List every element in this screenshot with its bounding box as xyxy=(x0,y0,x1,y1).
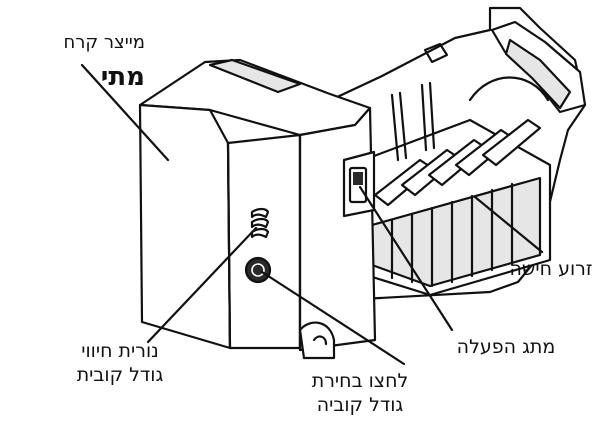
housing-left-face xyxy=(140,105,230,348)
label-size-button: לחצו בחירת גודל קוביה xyxy=(290,370,430,418)
label-power-switch: מתג הפעלה xyxy=(436,336,576,360)
label-ice-maker-line1: מייצר קרח xyxy=(25,32,145,55)
label-size-button-line1: לחצו בחירת xyxy=(290,370,430,394)
label-sensor-arm: זרוע חישה xyxy=(496,258,606,282)
power-switch-toggle xyxy=(353,172,363,185)
housing-right-face xyxy=(300,108,375,350)
label-sensor-arm-text: זרוע חישה xyxy=(496,258,606,282)
housing-front-face xyxy=(228,135,300,348)
label-ice-maker: מייצר קרח מתי xyxy=(25,32,145,93)
label-indicator-line2: גודל קובית xyxy=(55,364,185,388)
indicator-light-1 xyxy=(252,209,268,217)
housing-foot xyxy=(300,323,334,358)
label-indicator-line1: נורית חיווי xyxy=(55,340,185,364)
label-size-button-line2: גודל קוביה xyxy=(290,394,430,418)
indicator-light-2 xyxy=(252,219,268,227)
label-power-switch-text: מתג הפעלה xyxy=(436,336,576,360)
label-indicator-light: נורית חיווי גודל קובית xyxy=(55,340,185,388)
cube-size-button xyxy=(246,258,270,282)
label-ice-maker-line2: מתי xyxy=(25,61,145,94)
